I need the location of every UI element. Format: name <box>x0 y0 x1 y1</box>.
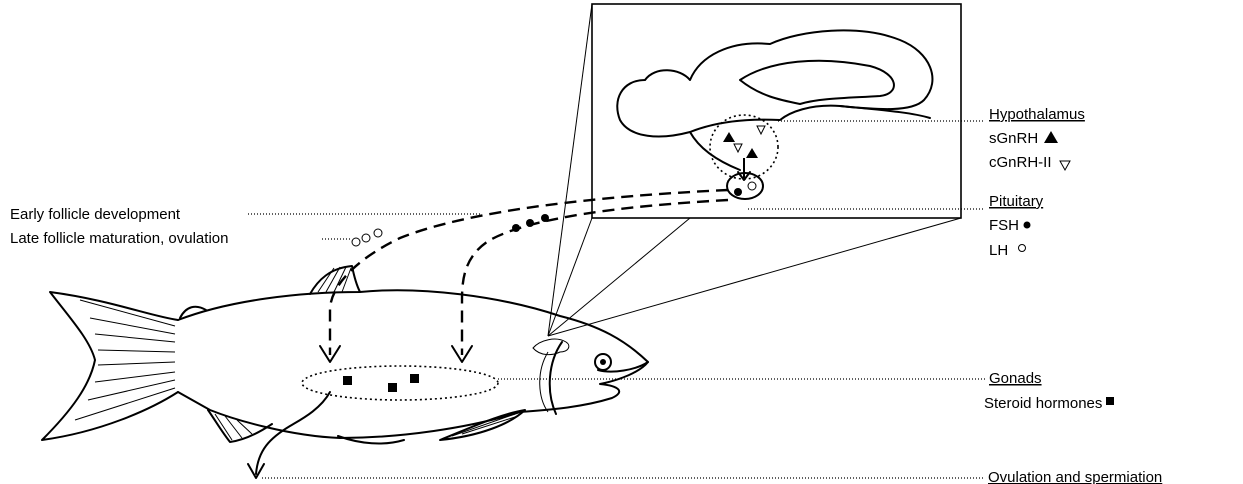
cgnrh-legend-icon <box>1060 161 1070 170</box>
fish-brain-sketch <box>533 339 569 355</box>
early-follicle-label: Early follicle development <box>10 206 181 223</box>
gonads-region <box>302 366 498 400</box>
lh-molecule <box>362 234 370 242</box>
lh-marker <box>748 182 756 190</box>
fsh-molecule <box>541 214 549 222</box>
lh-legend-icon <box>1019 245 1026 252</box>
sgnrh-legend-icon <box>1044 131 1058 143</box>
fsh-molecule <box>512 224 520 232</box>
hypothalamus-label: Hypothalamus <box>989 106 1085 123</box>
lh-molecule <box>352 238 360 246</box>
gonads-group <box>248 366 498 478</box>
cgnrh-label: cGnRH-II <box>989 154 1052 171</box>
tail-fin <box>42 292 178 440</box>
gonads-label: Gonads <box>989 370 1042 387</box>
sgnrh-label: sGnRH <box>989 130 1038 147</box>
late-follicle-label: Late follicle maturation, ovulation <box>10 230 228 247</box>
gill-cover <box>550 342 562 414</box>
salmon-illustration <box>42 266 648 443</box>
pituitary-label: Pituitary <box>989 193 1044 210</box>
fish-pupil <box>600 359 606 365</box>
steroids-label: Steroid hormones <box>984 395 1102 412</box>
steroid-marker <box>410 374 419 383</box>
steroid-marker <box>343 376 352 385</box>
brain-zoom-inset <box>548 4 961 336</box>
gill-arch <box>540 352 548 412</box>
ovulation-spermiation-label: Ovulation and spermiation <box>988 469 1162 484</box>
legend-labels: Hypothalamus sGnRH cGnRH-II Pituitary FS… <box>10 106 1162 484</box>
fsh-label: FSH <box>989 217 1019 234</box>
fsh-pathway <box>462 200 728 355</box>
lh-label: LH <box>989 242 1008 259</box>
fsh-legend-icon <box>1024 222 1031 229</box>
inset-frame <box>592 4 961 218</box>
steroids-legend-icon <box>1106 397 1114 405</box>
steroid-marker <box>388 383 397 392</box>
fsh-marker <box>734 188 742 196</box>
fish-body-outline <box>178 290 648 438</box>
fsh-molecule <box>526 219 534 227</box>
lh-molecule <box>374 229 382 237</box>
pectoral-fin-rays <box>452 414 518 436</box>
